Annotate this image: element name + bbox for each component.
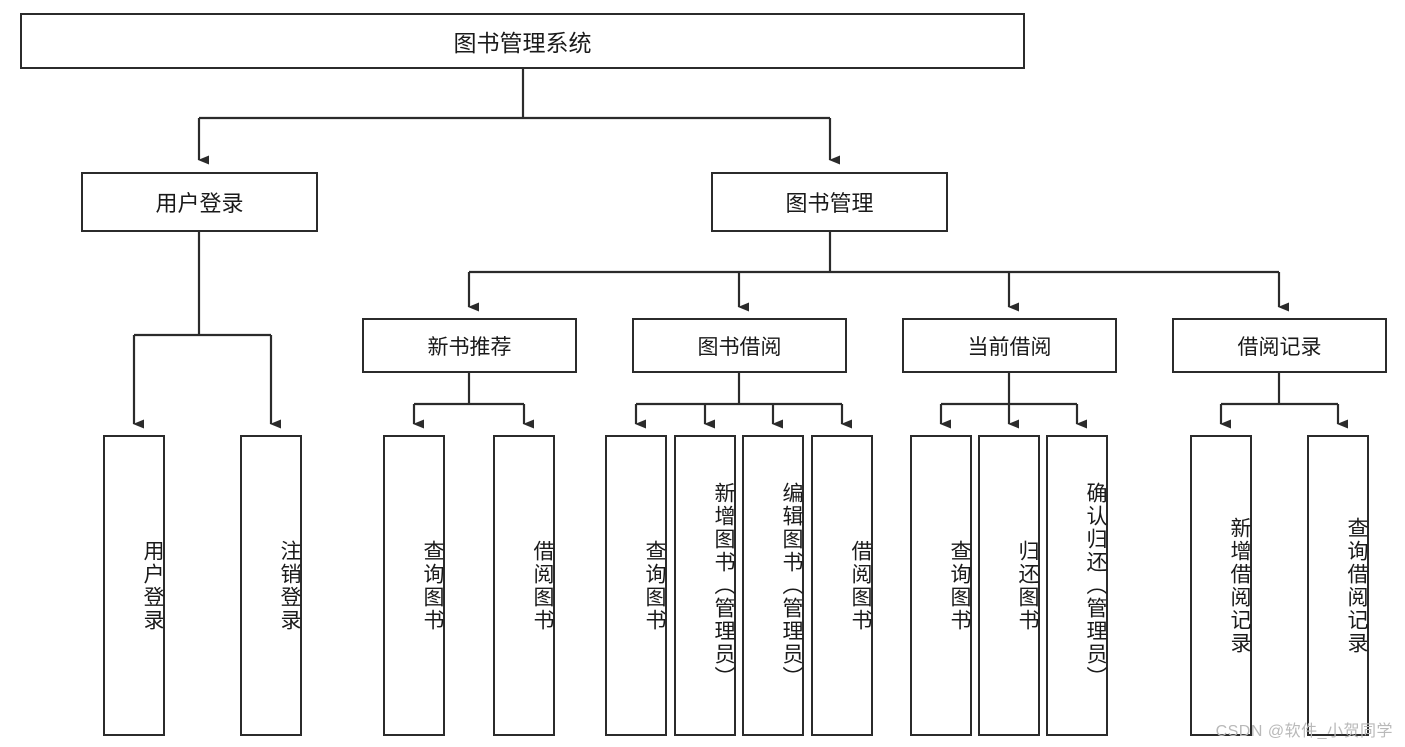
node-current-borrow[interactable]: 当前借阅: [902, 318, 1117, 373]
node-book-management[interactable]: 图书管理: [711, 172, 948, 232]
node-new-book-recommend[interactable]: 新书推荐: [362, 318, 577, 373]
leaf-book-borrow-query[interactable]: 查询图书: [605, 435, 667, 736]
node-book-management-label: 图书管理: [785, 191, 874, 216]
leaf-book-borrow-add-label: 新增图书（管理员）: [712, 482, 735, 689]
node-book-borrow[interactable]: 图书借阅: [632, 318, 847, 373]
leaf-borrow-record-query[interactable]: 查询借阅记录: [1307, 435, 1369, 736]
leaf-current-borrow-query[interactable]: 查询图书: [910, 435, 972, 736]
leaf-new-book-query-label: 查询图书: [421, 539, 444, 632]
leaf-current-borrow-return-label: 归还图书: [1016, 539, 1039, 632]
leaf-borrow-record-query-label: 查询借阅记录: [1345, 516, 1368, 655]
leaf-current-borrow-confirm-return-label: 确认归还（管理员）: [1084, 482, 1107, 689]
leaf-book-borrow-add[interactable]: 新增图书（管理员）: [674, 435, 736, 736]
leaf-book-borrow-edit[interactable]: 编辑图书（管理员）: [742, 435, 804, 736]
node-root-system-label: 图书管理系统: [453, 30, 592, 56]
node-current-borrow-label: 当前借阅: [967, 335, 1052, 359]
leaf-borrow-record-add[interactable]: 新增借阅记录: [1190, 435, 1252, 736]
leaf-book-borrow-lend[interactable]: 借阅图书: [811, 435, 873, 736]
leaf-user-login-signin-label: 用户登录: [141, 539, 164, 632]
leaf-book-borrow-query-label: 查询图书: [643, 539, 666, 632]
node-user-login[interactable]: 用户登录: [81, 172, 318, 232]
leaf-borrow-record-add-label: 新增借阅记录: [1228, 516, 1251, 655]
leaf-new-book-query[interactable]: 查询图书: [383, 435, 445, 736]
leaf-current-borrow-return[interactable]: 归还图书: [978, 435, 1040, 736]
node-book-borrow-label: 图书借阅: [697, 335, 782, 359]
node-root-system[interactable]: 图书管理系统: [20, 13, 1025, 69]
leaf-current-borrow-query-label: 查询图书: [948, 539, 971, 632]
node-user-login-label: 用户登录: [155, 191, 244, 216]
node-borrow-record[interactable]: 借阅记录: [1172, 318, 1387, 373]
leaf-user-login-signout-label: 注销登录: [278, 539, 301, 632]
leaf-user-login-signout[interactable]: 注销登录: [240, 435, 302, 736]
node-borrow-record-label: 借阅记录: [1237, 335, 1322, 359]
leaf-current-borrow-confirm-return[interactable]: 确认归还（管理员）: [1046, 435, 1108, 736]
leaf-book-borrow-lend-label: 借阅图书: [849, 539, 872, 632]
node-new-book-recommend-label: 新书推荐: [427, 335, 512, 359]
leaf-new-book-borrow-label: 借阅图书: [531, 539, 554, 632]
leaf-book-borrow-edit-label: 编辑图书（管理员）: [780, 482, 803, 689]
leaf-user-login-signin[interactable]: 用户登录: [103, 435, 165, 736]
leaf-new-book-borrow[interactable]: 借阅图书: [493, 435, 555, 736]
